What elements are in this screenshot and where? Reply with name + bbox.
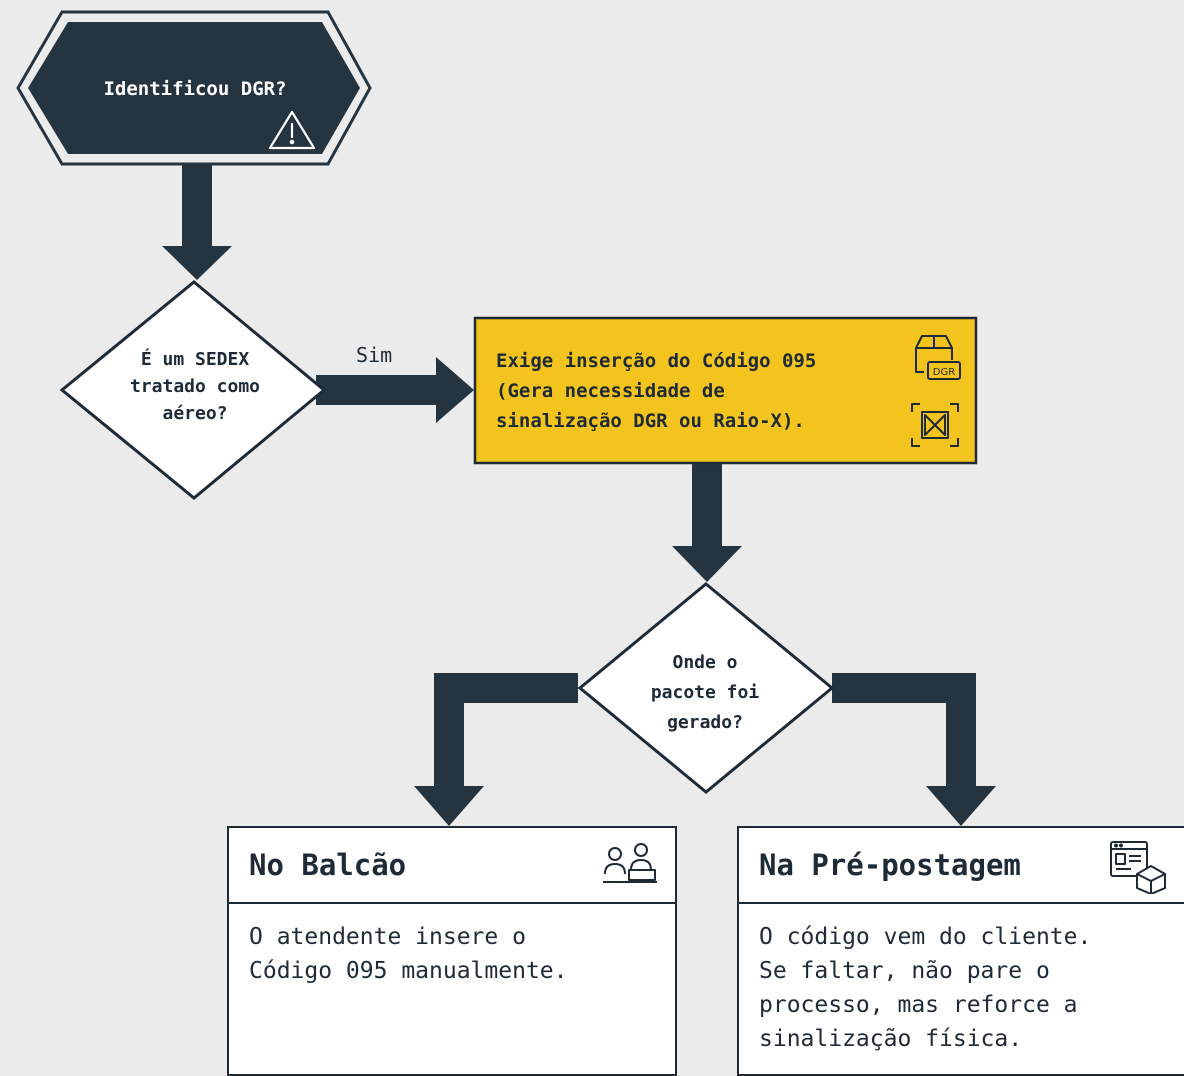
- counter-attendant-icon: [603, 843, 657, 883]
- yes-branch-label: Sim: [356, 343, 393, 367]
- dgr-package-icon: DGR: [915, 335, 961, 380]
- card-prepostagem-title: Na Pré-postagem: [759, 848, 1021, 882]
- svg-text:DGR: DGR: [933, 367, 955, 378]
- process-code-label: Exige inserção do Código 095 (Gera neces…: [496, 350, 817, 432]
- arrow-process-to-origin-shaft: [692, 462, 722, 548]
- arrow-process-to-origin-head: [672, 546, 742, 582]
- card-balcao-header: No Balcão: [229, 828, 675, 904]
- start-node: [16, 10, 372, 166]
- card-prepostagem: Na Pré-postagem O código vem do cliente.…: [737, 826, 1184, 1076]
- card-prepostagem-body: O código vem do cliente. Se faltar, não …: [759, 924, 1092, 1052]
- web-package-icon: [1110, 841, 1166, 894]
- arrow-start-to-sedex-head: [162, 246, 232, 280]
- card-balcao-body: O atendente insere o Código 095 manualme…: [249, 924, 568, 984]
- connectors: [162, 162, 996, 826]
- process-code-box: [473, 316, 978, 465]
- arrow-left-branch-shaft: [434, 673, 578, 788]
- xray-scan-icon: [911, 403, 959, 447]
- decision-sedex-label: É um SEDEX tratado como aéreo?: [129, 349, 261, 424]
- arrow-right-branch-shaft: [832, 673, 976, 788]
- card-prepostagem-header: Na Pré-postagem: [739, 828, 1184, 904]
- card-balcao: No Balcão O atendente insere o Código 09…: [227, 826, 677, 1076]
- decision-origin-label: Onde o pacote foi gerado?: [650, 652, 760, 733]
- card-balcao-title: No Balcão: [249, 848, 407, 882]
- arrow-start-to-sedex-shaft: [182, 162, 212, 248]
- arrow-yes-head: [436, 357, 474, 423]
- arrow-left-branch-head: [414, 786, 484, 826]
- arrow-yes-shaft: [316, 375, 438, 405]
- decision-origin-shape: [577, 582, 835, 794]
- start-node-label: Identificou DGR?: [103, 78, 287, 100]
- warning-triangle-icon: [268, 110, 316, 150]
- arrow-right-branch-head: [926, 786, 996, 826]
- decision-sedex-shape: [59, 280, 327, 500]
